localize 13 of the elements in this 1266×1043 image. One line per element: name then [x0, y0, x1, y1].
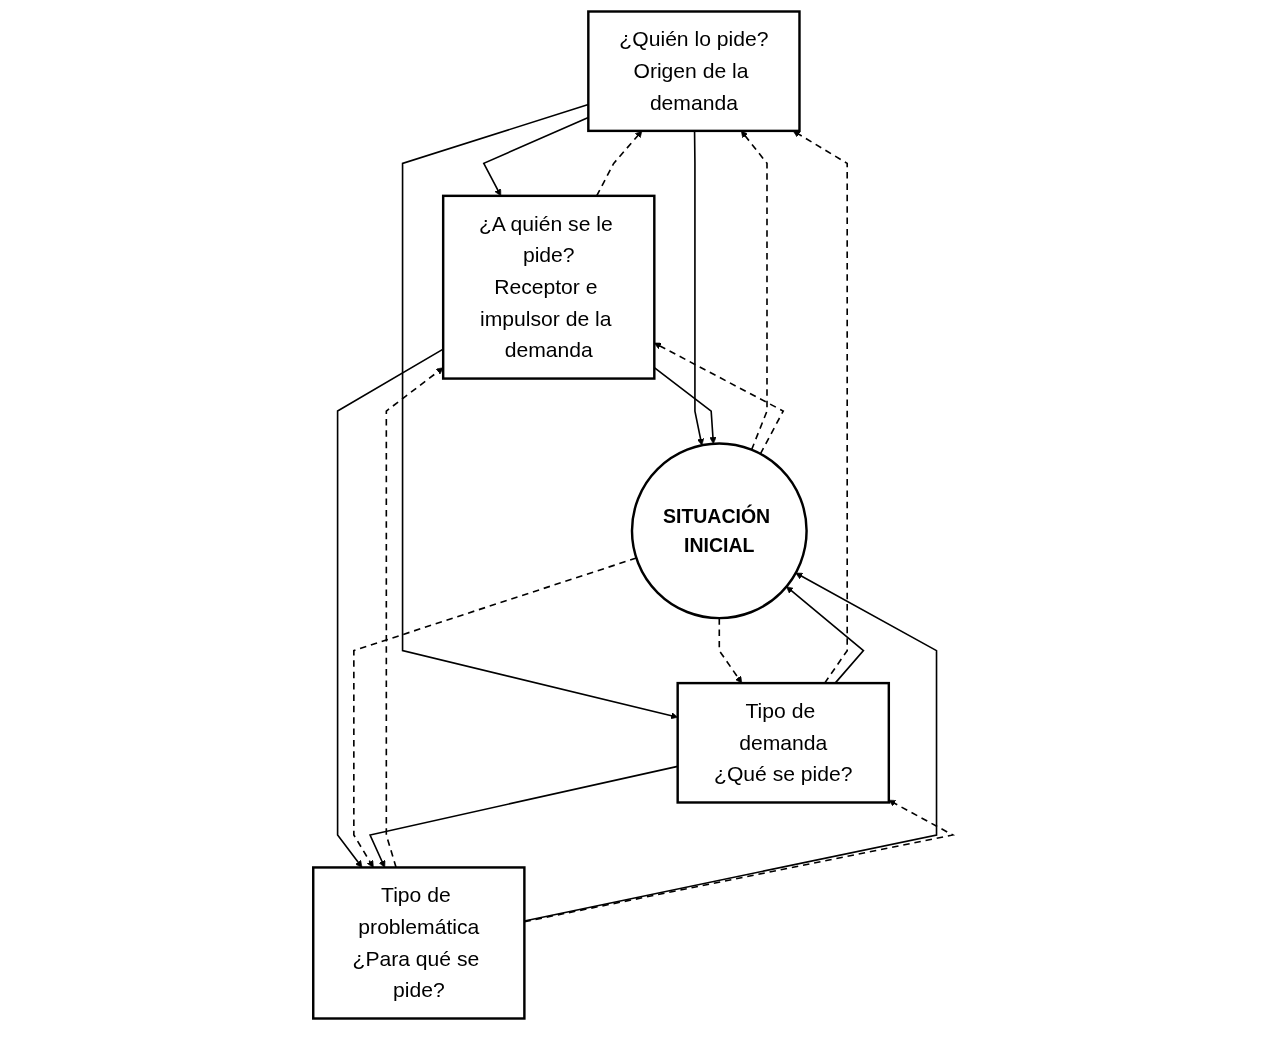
node-box: Tipo de demanda ¿Qué se pide? [676, 681, 891, 804]
arrow [336, 348, 444, 868]
arrow [792, 130, 848, 684]
node-circle: SITUACIÓN INICIAL [630, 442, 808, 620]
arrow [718, 617, 743, 684]
arrow [401, 103, 678, 720]
node-box: ¿A quién se le pide? Receptor e impulsor de la demanda [441, 194, 656, 380]
arrow [786, 586, 865, 684]
node-box: Tipo de problemática ¿Para qué se pide? [312, 866, 526, 1020]
arrow [740, 130, 768, 451]
arrow [693, 130, 705, 446]
node-box: ¿Quién lo pide? Origen de la demanda [587, 10, 801, 133]
arrow [654, 342, 785, 455]
